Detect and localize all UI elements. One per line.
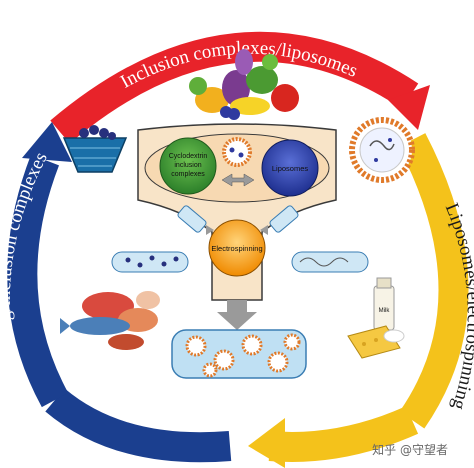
liposomes-node: Liposomes: [261, 139, 319, 197]
liposome-illustration: [349, 117, 415, 183]
arrow-left-electrospinning-inclusion: Electrospinning/inclusion complexes: [0, 122, 232, 463]
electrospinning-node: Electrospinning: [208, 219, 266, 277]
cyclodextrin-label-line1: Cyclodextrin: [169, 153, 208, 160]
arrow-right-liposomes-electrospinning: Liposomes/electrospinning: [248, 133, 474, 468]
down-arrow: [217, 300, 257, 330]
cyclodextrin-node: Cyclodextrin inclusion complexes: [159, 137, 217, 195]
fiber-with-liposomes: [171, 329, 307, 379]
cyclodextrin-label-line2: inclusion: [174, 162, 201, 169]
svg-text:Milk: Milk: [379, 308, 391, 314]
small-liposome-icon: [222, 137, 252, 167]
meat-fish-illustration: [60, 291, 160, 350]
fiber-tube-right: [291, 251, 369, 273]
electrospinning-label: Electrospinning: [211, 244, 262, 253]
cd-lipo-double-arrow: [221, 173, 255, 187]
watermark: 知乎 @守望者: [372, 443, 448, 457]
liposomes-label: Liposomes: [272, 164, 309, 173]
fiber-sample-right: [260, 205, 299, 235]
fiber-sample-left: [177, 205, 214, 235]
fiber-tube-left: [111, 251, 189, 273]
cyclodextrin-label-line3: complexes: [171, 171, 205, 178]
milk-cheese-illustration: Milk: [347, 277, 405, 359]
vegetables-illustration: [189, 49, 299, 120]
cyclodextrin-basket-illustration: [62, 125, 128, 173]
